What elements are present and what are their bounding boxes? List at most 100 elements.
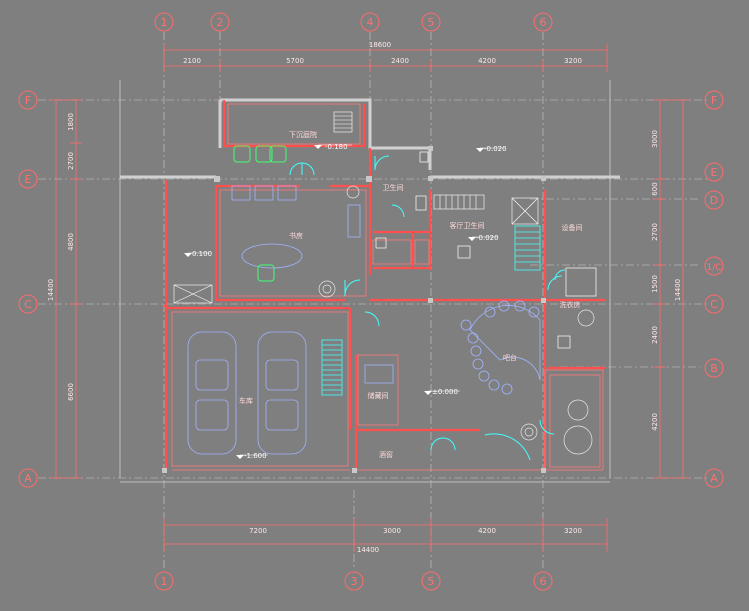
dim-top-seg-2: 5700 <box>286 57 304 65</box>
svg-text:A: A <box>710 472 718 485</box>
dim-left-inner-3: 4800 <box>67 233 75 251</box>
dim-right-inner-3: 2700 <box>651 223 659 241</box>
dim-bottom-seg-1: 7200 <box>249 527 267 535</box>
room-label-bathroom: 卫生间 <box>383 183 404 192</box>
svg-text:F: F <box>25 94 31 107</box>
grid-bubble-right-1C: 1/C <box>704 256 724 276</box>
svg-text:2: 2 <box>217 16 224 29</box>
grid-bubble-top-2: 2 <box>210 12 230 32</box>
dim-left-inner-4: 6600 <box>67 383 75 401</box>
stair-blocks <box>173 111 539 304</box>
room-label-wine: 酒窖 <box>379 450 393 459</box>
left-dimension-lines <box>50 99 82 479</box>
room-label-utility: 洗衣房 <box>560 300 581 309</box>
grid-bubble-bottom-1: 1 <box>154 571 174 591</box>
car-right <box>257 331 307 455</box>
grid-bubble-top-1: 1 <box>154 12 174 32</box>
dim-top-total: 18600 <box>369 41 391 49</box>
dim-right-inner-5: 2400 <box>651 326 659 344</box>
dim-right-inner-6: 4200 <box>651 413 659 431</box>
svg-text:1/C: 1/C <box>706 263 721 273</box>
svg-text:E: E <box>25 173 32 186</box>
level-marker-center: ±0.000 <box>424 388 460 396</box>
svg-text:E: E <box>711 166 718 179</box>
interior-walls <box>164 100 605 470</box>
grid-bubble-right-C: C <box>704 294 724 314</box>
dim-right-inner-4: 1500 <box>651 275 659 293</box>
dim-top-seg-5: 3200 <box>564 57 582 65</box>
svg-text:-0.020: -0.020 <box>476 234 499 242</box>
svg-text:5: 5 <box>428 575 435 588</box>
dim-bottom-seg-2: 3000 <box>383 527 401 535</box>
grid-bubble-right-F: F <box>704 90 724 110</box>
level-marker-study-step: 0.100 <box>184 250 212 258</box>
level-marker-sunken: -0.180 <box>314 143 352 151</box>
dim-top-seg-3: 2400 <box>391 57 409 65</box>
level-marker-top-right: -0.020 <box>476 145 507 153</box>
dim-right-outer: 14400 <box>674 279 682 301</box>
dim-right-inner-1: 3000 <box>651 130 659 148</box>
grid-bubble-bottom-5: 5 <box>421 571 441 591</box>
green-chairs <box>233 145 287 282</box>
grid-bubble-top-5: 5 <box>421 12 441 32</box>
level-marker-middle: -0.020 <box>468 234 499 242</box>
svg-text:1: 1 <box>161 575 168 588</box>
level-marker-garage: -1.600 <box>236 452 268 460</box>
grid-bubble-bottom-6: 6 <box>533 571 553 591</box>
right-dimension-lines <box>654 99 690 479</box>
grid-bubble-right-D: D <box>704 190 724 210</box>
grid-bubble-left-C: C <box>18 294 38 314</box>
svg-text:-0.020: -0.020 <box>484 145 507 153</box>
grid-bubble-left-A: A <box>18 468 38 488</box>
svg-text:0.100: 0.100 <box>192 250 212 258</box>
svg-text:-0.180: -0.180 <box>325 143 348 151</box>
svg-text:F: F <box>711 94 717 107</box>
grid-bubble-left-E: E <box>18 169 38 189</box>
svg-text:3: 3 <box>351 575 358 588</box>
plants <box>318 185 595 455</box>
room-label-bar: 吧台 <box>503 353 517 362</box>
room-label-study: 书房 <box>289 231 303 240</box>
stairs <box>321 225 541 396</box>
grid-bubble-top-4: 4 <box>360 12 380 32</box>
room-outlines <box>171 103 604 471</box>
room-label-lower-room: 下沉庭院 <box>289 130 317 139</box>
grid-bubble-left-F: F <box>18 90 38 110</box>
svg-text:5: 5 <box>428 16 435 29</box>
room-label-storage: 储藏间 <box>368 391 389 400</box>
dim-bottom-seg-4: 3200 <box>564 527 582 535</box>
svg-text:6: 6 <box>540 575 547 588</box>
top-dimension-lines <box>163 44 608 72</box>
dim-top-seg-4: 4200 <box>478 57 496 65</box>
dim-left-inner-2: 2700 <box>67 152 75 170</box>
svg-text:C: C <box>710 298 718 311</box>
svg-text:-1.600: -1.600 <box>244 452 267 460</box>
room-label-garage: 车库 <box>239 396 253 405</box>
bottom-dimension-lines <box>163 518 608 552</box>
grid-bubble-bottom-3: 3 <box>344 571 364 591</box>
grid-bubble-right-B: B <box>704 358 724 378</box>
car-left <box>187 331 237 455</box>
svg-text:1: 1 <box>161 16 168 29</box>
room-label-guest-bath: 客厅卫生间 <box>450 221 485 230</box>
fixtures <box>375 151 597 349</box>
grid-bubble-top-6: 6 <box>533 12 553 32</box>
room-label-equipment: 设备间 <box>562 223 583 232</box>
svg-text:B: B <box>710 362 718 375</box>
grid-bubble-right-A: A <box>704 468 724 488</box>
dim-left-outer: 14400 <box>47 279 55 301</box>
dim-left-inner-1: 1800 <box>67 113 75 131</box>
columns <box>162 146 546 473</box>
svg-text:6: 6 <box>540 16 547 29</box>
doors <box>289 155 566 461</box>
bar-furniture <box>364 300 541 395</box>
outer-boundary-lines <box>119 80 611 483</box>
svg-text:C: C <box>24 298 32 311</box>
dim-right-inner-2: 600 <box>651 182 659 195</box>
dim-bottom-seg-3: 4200 <box>478 527 496 535</box>
svg-text:4: 4 <box>367 16 374 29</box>
dim-top-seg-1: 2100 <box>183 57 201 65</box>
svg-text:D: D <box>710 194 718 207</box>
grid-bubble-right-E: E <box>704 162 724 182</box>
